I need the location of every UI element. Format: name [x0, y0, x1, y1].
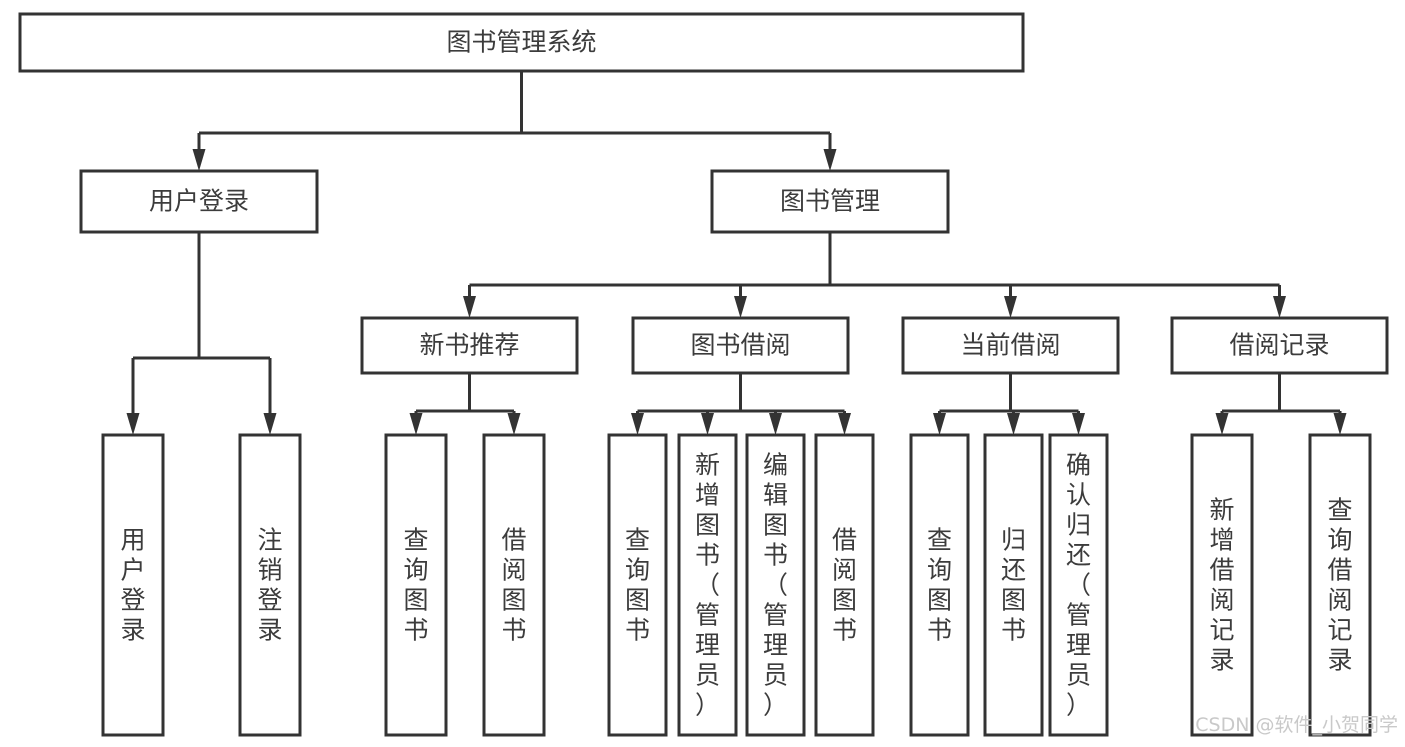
csdn-watermark: CSDN @软件_小贺同学 [1195, 714, 1398, 736]
node-label-new-book-recommend: 新书推荐 [419, 331, 519, 360]
node-box-leaf-logout [238, 433, 302, 737]
node-box-leaf-return-book [983, 433, 1044, 737]
node-label-leaf-user-login: 用户登录 [120, 525, 145, 644]
node-box-leaf-add-borrow-record [1190, 433, 1254, 737]
node-user-login[interactable]: 用户登录 [79, 169, 319, 234]
node-label-leaf-add-book-admin: 新增图书（管理员） [695, 450, 720, 719]
node-box-borrow-record [1170, 316, 1389, 375]
node-leaf-return-book[interactable]: 归还图书 [983, 433, 1044, 737]
node-leaf-query-book-2[interactable]: 查询图书 [607, 433, 668, 737]
node-borrow-record[interactable]: 借阅记录 [1170, 316, 1389, 375]
node-box-leaf-confirm-return-admin [1048, 433, 1109, 737]
node-leaf-query-book-3[interactable]: 查询图书 [909, 433, 970, 737]
node-label-leaf-edit-book-admin: 编辑图书（管理员） [763, 450, 788, 719]
node-box-leaf-query-book-1 [384, 433, 448, 737]
node-leaf-add-borrow-record[interactable]: 新增借阅记录 [1190, 433, 1254, 737]
connector-group-book-borrow [631, 373, 851, 435]
node-box-leaf-borrow-book-1 [482, 433, 546, 737]
node-box-leaf-add-book-admin [677, 433, 738, 737]
node-label-leaf-add-borrow-record: 新增借阅记录 [1209, 495, 1234, 674]
node-label-user-login: 用户登录 [149, 187, 249, 216]
node-box-new-book-recommend [360, 316, 579, 375]
node-box-user-login [79, 169, 319, 234]
node-label-leaf-logout: 注销登录 [257, 525, 282, 644]
node-box-leaf-query-book-3 [909, 433, 970, 737]
node-book-manage[interactable]: 图书管理 [710, 169, 950, 234]
node-leaf-borrow-book-2[interactable]: 借阅图书 [814, 433, 875, 737]
node-box-root [18, 12, 1025, 73]
node-leaf-borrow-book-1[interactable]: 借阅图书 [482, 433, 546, 737]
node-label-current-borrow: 当前借阅 [960, 331, 1060, 360]
node-new-book-recommend[interactable]: 新书推荐 [360, 316, 579, 375]
node-box-leaf-borrow-book-2 [814, 433, 875, 737]
node-label-borrow-record: 借阅记录 [1229, 331, 1329, 360]
node-label-leaf-return-book: 归还图书 [1001, 525, 1026, 644]
node-label-leaf-query-book-2: 查询图书 [625, 525, 650, 644]
node-box-leaf-query-borrow-record [1308, 433, 1372, 737]
node-label-leaf-confirm-return-admin: 确认归还（管理员） [1066, 450, 1091, 719]
node-layer: 图书管理系统用户登录图书管理新书推荐图书借阅当前借阅借阅记录用户登录注销登录查询… [18, 12, 1389, 737]
node-label-root: 图书管理系统 [446, 28, 596, 57]
connector-group-current-borrow [933, 373, 1085, 435]
node-leaf-query-book-1[interactable]: 查询图书 [384, 433, 448, 737]
connector-group-borrow-record [1215, 373, 1347, 435]
node-leaf-user-login[interactable]: 用户登录 [101, 433, 165, 737]
connector-group-user-login [126, 232, 277, 435]
node-label-leaf-borrow-book-2: 借阅图书 [832, 525, 857, 644]
node-leaf-add-book-admin[interactable]: 新增图书（管理员） [677, 433, 738, 737]
node-leaf-logout[interactable]: 注销登录 [238, 433, 302, 737]
node-book-borrow[interactable]: 图书借阅 [631, 316, 850, 375]
node-leaf-confirm-return-admin[interactable]: 确认归还（管理员） [1048, 433, 1109, 737]
node-label-book-manage: 图书管理 [780, 187, 880, 216]
node-label-leaf-borrow-book-1: 借阅图书 [501, 525, 526, 644]
node-root[interactable]: 图书管理系统 [18, 12, 1025, 73]
node-label-leaf-query-book-1: 查询图书 [403, 525, 428, 644]
node-label-book-borrow: 图书借阅 [690, 331, 790, 360]
node-box-leaf-edit-book-admin [745, 433, 806, 737]
node-box-current-borrow [901, 316, 1120, 375]
node-box-leaf-query-book-2 [607, 433, 668, 737]
node-label-leaf-query-book-3: 查询图书 [927, 525, 952, 644]
connector-group-book-manage [463, 232, 1286, 318]
node-box-book-borrow [631, 316, 850, 375]
node-box-book-manage [710, 169, 950, 234]
connector-layer [126, 71, 1347, 435]
connector-group-new-book-recommend [409, 373, 521, 435]
node-leaf-query-borrow-record[interactable]: 查询借阅记录 [1308, 433, 1372, 737]
node-box-leaf-user-login [101, 433, 165, 737]
node-label-leaf-query-borrow-record: 查询借阅记录 [1327, 495, 1352, 674]
connector-group-root [192, 71, 837, 171]
node-leaf-edit-book-admin[interactable]: 编辑图书（管理员） [745, 433, 806, 737]
node-current-borrow[interactable]: 当前借阅 [901, 316, 1120, 375]
